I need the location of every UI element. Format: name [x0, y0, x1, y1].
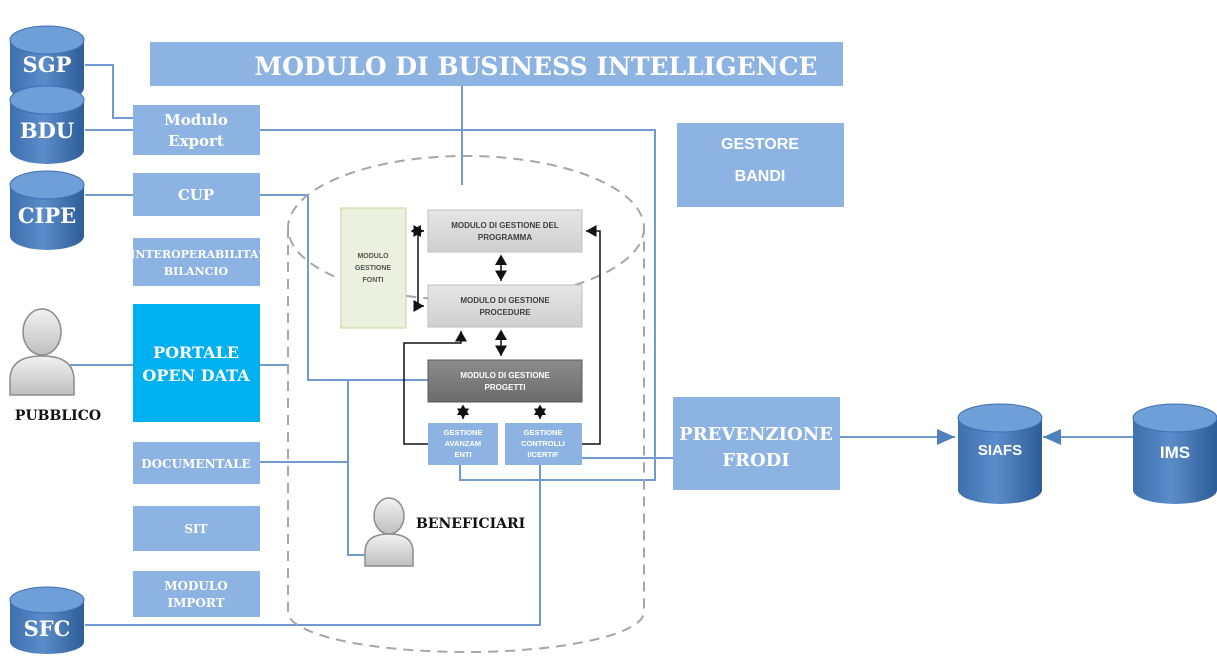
- modulo-import-label-1: MODULO: [164, 579, 228, 593]
- core-arrows: [403, 225, 601, 445]
- modulo-export-label-1: Modulo: [164, 111, 228, 129]
- db-cipe[interactable]: CIPE: [9, 170, 85, 250]
- controlli-label-2: CONTROLLI: [521, 439, 565, 448]
- modulo-export-box[interactable]: Modulo Export: [133, 105, 260, 155]
- db-sgp-label: SGP: [23, 52, 72, 77]
- cup-box[interactable]: CUP: [133, 173, 260, 216]
- prevenzione-frodi-box[interactable]: PREVENZIONE FRODI: [673, 397, 840, 490]
- line-export-core: [260, 129, 656, 481]
- db-bdu[interactable]: BDU: [9, 85, 85, 164]
- documentale-box[interactable]: DOCUMENTALE: [133, 442, 260, 484]
- progetti-label-2: PROGETTI: [485, 383, 526, 392]
- programma-label-1: MODULO DI GESTIONE DEL: [451, 221, 559, 230]
- fonti-label-1: MODULO: [357, 253, 389, 260]
- line-beneficiari: [347, 380, 365, 556]
- open-data-label-1: PORTALE: [153, 343, 239, 362]
- modulo-gestione-programma-box[interactable]: MODULO DI GESTIONE DEL PROGRAMMA: [427, 209, 583, 253]
- programma-label-2: PROGRAMMA: [478, 233, 532, 242]
- procedure-label-1: MODULO DI GESTIONE: [460, 296, 550, 305]
- procedure-label-2: PROCEDURE: [479, 308, 531, 317]
- prevenzione-label-1: PREVENZIONE: [679, 424, 833, 445]
- avanz-label-1: GESTIONE: [444, 428, 483, 437]
- db-ims[interactable]: IMS: [1132, 403, 1217, 504]
- arrow-controlli-programma: [582, 225, 601, 445]
- cup-label: CUP: [178, 186, 214, 204]
- avanz-label-3: ENTI: [454, 450, 471, 459]
- pubblico-label: PUBBLICO: [15, 408, 101, 424]
- db-cipe-label: CIPE: [18, 203, 76, 228]
- interop-label-2: BILANCIO: [164, 265, 229, 278]
- beneficiari-person-icon[interactable]: [364, 497, 414, 567]
- connector-lines: [70, 64, 1133, 626]
- gestore-label-1: GESTORE: [721, 136, 799, 153]
- db-ims-label: IMS: [1160, 443, 1190, 462]
- modulo-gestione-progetti-box[interactable]: MODULO DI GESTIONE PROGETTI: [427, 359, 583, 403]
- pubblico-person-icon[interactable]: [9, 308, 75, 396]
- db-siafs[interactable]: SIAFS: [957, 403, 1043, 504]
- fonti-label-2: GESTIONE: [355, 265, 392, 272]
- modulo-import-box[interactable]: MODULO IMPORT: [133, 571, 260, 617]
- portale-open-data-box[interactable]: PORTALE OPEN DATA: [133, 304, 260, 422]
- gestore-bandi-box[interactable]: GESTORE BANDI: [677, 123, 844, 207]
- controlli-label-3: I/CERTIF: [527, 450, 559, 459]
- prevenzione-label-2: FRODI: [722, 450, 789, 471]
- line-sgp-export: [85, 64, 133, 119]
- modulo-gestione-procedure-box[interactable]: MODULO DI GESTIONE PROCEDURE: [427, 284, 583, 328]
- arrow-fonti-procedure: [413, 231, 424, 312]
- progetti-label-1: MODULO DI GESTIONE: [460, 371, 550, 380]
- db-sfc[interactable]: SFC: [9, 586, 85, 654]
- fonti-label-3: FONTI: [363, 277, 384, 284]
- gestione-controlli-box[interactable]: GESTIONE CONTROLLI I/CERTIF: [505, 423, 582, 465]
- bi-header-box: [150, 42, 843, 86]
- line-sfc-core: [85, 458, 541, 626]
- sit-box[interactable]: SIT: [133, 506, 260, 551]
- bi-header[interactable]: MODULO DI BUSINESS INTELLIGENCE: [150, 42, 843, 86]
- beneficiari-label: BENEFICIARI: [416, 516, 525, 532]
- modulo-import-label-2: IMPORT: [167, 596, 224, 610]
- controlli-label-1: GESTIONE: [524, 428, 563, 437]
- open-data-label-2: OPEN DATA: [142, 366, 250, 385]
- db-sgp[interactable]: SGP: [9, 25, 85, 102]
- avanz-label-2: AVANZAM: [445, 439, 481, 448]
- arrow-avanz-procedure: [403, 331, 467, 445]
- documentale-label: DOCUMENTALE: [141, 457, 250, 471]
- bi-header-title: MODULO DI BUSINESS INTELLIGENCE: [254, 52, 817, 81]
- modulo-export-label-2: Export: [168, 132, 224, 150]
- db-bdu-label: BDU: [20, 118, 74, 143]
- gestore-label-2: BANDI: [735, 168, 786, 185]
- db-siafs-label: SIAFS: [978, 442, 1022, 459]
- interoperabilita-box[interactable]: INTEROPERABILITA' BILANCIO: [130, 238, 262, 286]
- modulo-gestione-fonti-box[interactable]: MODULO GESTIONE FONTI: [340, 207, 407, 329]
- sit-label: SIT: [184, 522, 207, 536]
- interop-label-1: INTEROPERABILITA': [130, 248, 262, 261]
- gestione-avanzamenti-box[interactable]: GESTIONE AVANZAM ENTI: [428, 423, 498, 465]
- line-cup-progetti: [260, 194, 428, 381]
- db-sfc-label: SFC: [24, 616, 71, 641]
